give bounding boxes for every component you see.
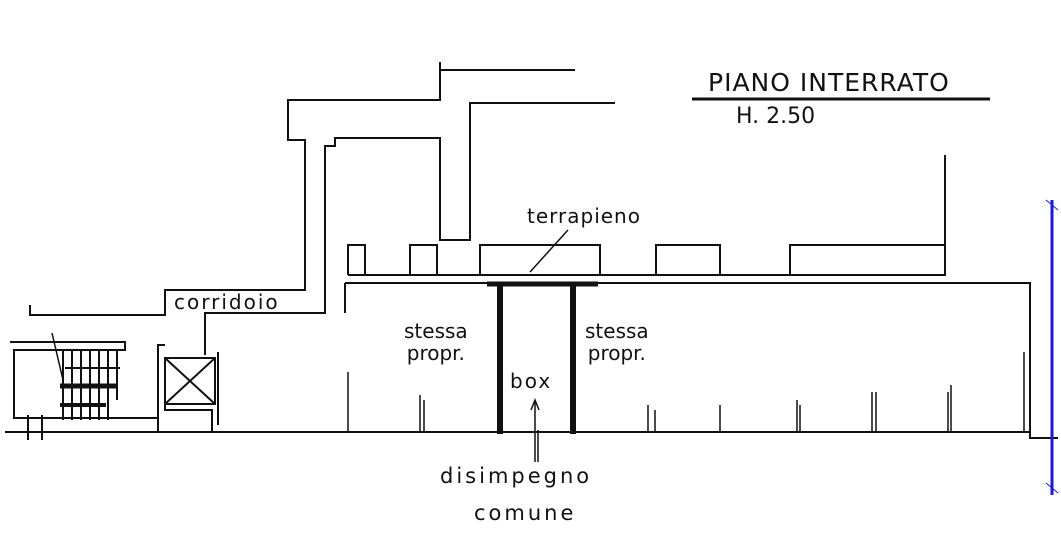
- upper-walls: [29, 62, 946, 355]
- terrapieno-pointer: [529, 229, 569, 273]
- label-line: propr.: [587, 341, 646, 365]
- label-disimpegno: disimpegno: [440, 464, 593, 488]
- label-line: propr.: [406, 341, 465, 365]
- plan-title: PIANO INTERRATO: [708, 68, 950, 97]
- box-walls: [487, 281, 598, 434]
- label-terrapieno: terrapieno: [527, 204, 641, 228]
- partition-stubs: [347, 352, 1025, 432]
- label-line: stessa: [404, 319, 468, 343]
- label-box: box: [510, 369, 553, 393]
- label-stessa-propr-left: stessa propr.: [404, 320, 468, 364]
- terrapieno-wall: [347, 244, 946, 276]
- label-line: stessa: [585, 319, 649, 343]
- label-corridoio: corridoio: [174, 290, 280, 314]
- blue-marker-line: [1045, 199, 1059, 495]
- access-arrow: [530, 397, 540, 462]
- ceiling-height: H. 2.50: [736, 104, 816, 129]
- lift-shaft: [157, 344, 219, 432]
- main-room-wall: [345, 282, 1058, 439]
- label-comune: comune: [474, 501, 577, 525]
- stairs: [10, 332, 159, 440]
- label-stessa-propr-right: stessa propr.: [585, 320, 649, 364]
